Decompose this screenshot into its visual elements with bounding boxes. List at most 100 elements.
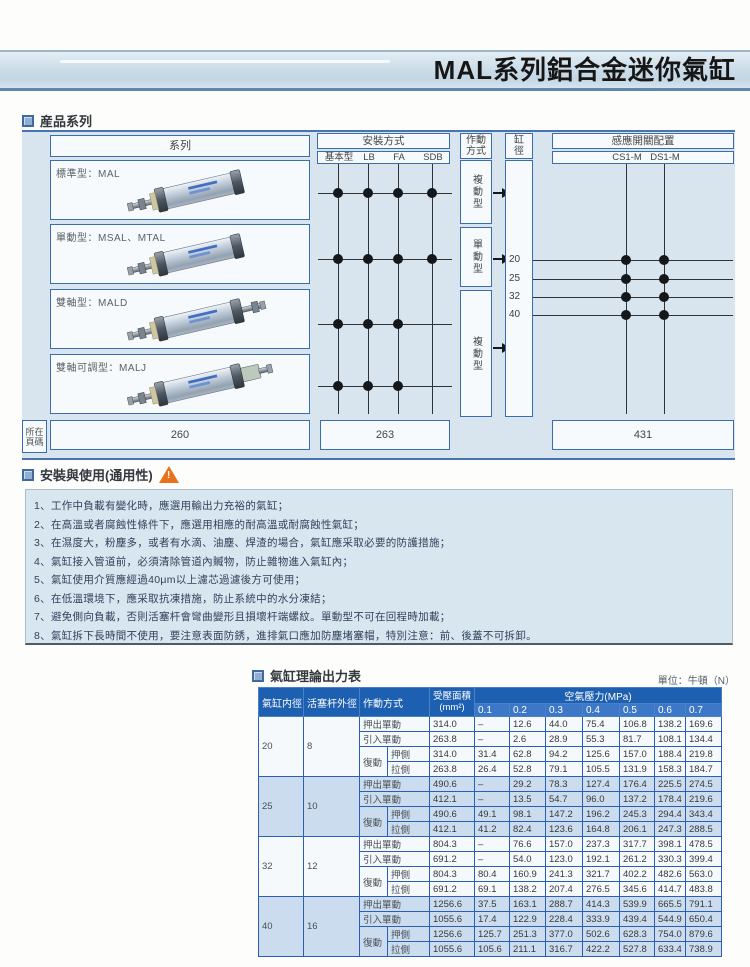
area-cell: 804.3 — [429, 836, 475, 852]
area-cell: 691.2 — [429, 881, 475, 897]
bore-header: 缸 徑 — [505, 133, 533, 159]
force-table: 氣缸内徑 活塞杆外徑 作動方式 受壓面積 (mm²) 空氣壓力(MPa) 0.1… — [258, 687, 723, 957]
section-title-label: 産品系列 — [40, 114, 93, 129]
action-cell: 引入單動 — [359, 731, 430, 747]
table-cell: 206.1 — [619, 821, 655, 837]
area-cell: 691.2 — [429, 851, 475, 867]
table-cell: 78.3 — [545, 776, 583, 792]
table-header-area: 受壓面積 (mm²) — [429, 687, 475, 717]
area-cell: 1256.6 — [429, 896, 475, 912]
table-cell: 134.4 — [684, 731, 723, 747]
table-cell: 288.5 — [684, 821, 723, 837]
table-header-action: 作動方式 — [359, 687, 430, 717]
bore-cell: 40 — [258, 896, 304, 957]
rod-cell: 8 — [303, 716, 360, 777]
grid-line — [664, 164, 665, 414]
grid-line — [533, 279, 733, 280]
table-cell: 12.6 — [509, 716, 546, 732]
table-cell: 28.9 — [545, 731, 583, 747]
grid-dot — [393, 319, 403, 329]
grid-line — [338, 164, 339, 414]
mounting-column-label: FA — [393, 152, 405, 163]
table-cell: 402.2 — [619, 866, 655, 882]
action-type-box: 複動型 — [460, 160, 492, 224]
grid-line — [368, 164, 369, 414]
usage-note: 5、氣缸使用介質應經過40μm以上濾芯過濾後方可使用； — [34, 574, 306, 586]
section-square-icon — [22, 468, 34, 481]
table-cell: 2.6 — [509, 731, 546, 747]
table-cell: 225.5 — [654, 776, 686, 792]
action-cell: 復動 — [359, 926, 388, 957]
table-cell: 377.0 — [545, 926, 583, 942]
table-cell: – — [474, 731, 510, 747]
table-cell: 207.4 — [545, 881, 583, 897]
table-cell: 147.2 — [545, 806, 583, 822]
action-cell: 復動 — [359, 806, 388, 837]
grid-line — [626, 164, 627, 414]
grid-dot — [333, 188, 343, 198]
area-cell: 314.0 — [429, 746, 475, 762]
table-cell: – — [474, 716, 510, 732]
table-cell: 76.6 — [509, 836, 546, 852]
table-cell: 105.5 — [582, 761, 620, 777]
table-cell: 422.2 — [582, 941, 620, 957]
action-sub-cell: 押側 — [387, 926, 430, 942]
table-cell: 184.7 — [684, 761, 723, 777]
table-cell: 138.2 — [509, 881, 546, 897]
table-cell: 54.0 — [509, 851, 546, 867]
table-cell: 321.7 — [582, 866, 620, 882]
table-cell: 157.0 — [619, 746, 655, 762]
grid-line — [533, 260, 733, 261]
area-cell: 412.1 — [429, 821, 475, 837]
product-series-diagram: 系列 標準型：MAL 單動型：MSAL、MTAL 雙軸型：MALD 雙軸可調型：… — [22, 130, 735, 460]
grid-dot — [363, 254, 373, 264]
section-title-label: 安裝與使用(通用性) — [40, 468, 153, 483]
pressure-tick: 0.3 — [545, 703, 583, 717]
action-sub-cell: 押側 — [387, 866, 430, 882]
table-cell: 188.4 — [654, 746, 686, 762]
page-title: MAL系列鋁合金迷你氣缸 — [433, 55, 736, 85]
table-cell: 81.7 — [619, 731, 655, 747]
pressure-tick: 0.7 — [684, 703, 723, 717]
usage-note: 7、避免側向負載，否則活塞杆會彎曲變形且損壞杆端螺紋。單動型不可在回程時加載； — [34, 611, 451, 623]
product-row-malj: 雙軸可調型：MALJ — [50, 354, 310, 414]
action-cell: 引入單動 — [359, 851, 430, 867]
area-cell: 412.1 — [429, 791, 475, 807]
grid-dot — [363, 319, 373, 329]
table-cell: 176.4 — [619, 776, 655, 792]
action-cell: 押出單動 — [359, 836, 430, 852]
area-cell: 490.6 — [429, 776, 475, 792]
action-cell: 引入單動 — [359, 911, 430, 927]
table-cell: 196.2 — [582, 806, 620, 822]
table-cell: 219.6 — [684, 791, 723, 807]
table-cell: 82.4 — [509, 821, 546, 837]
action-cell: 押出單動 — [359, 896, 430, 912]
mounting-column-label: LB — [363, 152, 375, 163]
grid-dot — [621, 292, 631, 302]
area-cell: 1055.6 — [429, 941, 475, 957]
usage-note: 8、氣缸拆下長時間不使用，要注意表面防銹，進排氣口應加防塵堵塞帽，特別注意：前、… — [34, 629, 537, 642]
table-cell: 79.1 — [545, 761, 583, 777]
action-cell: 押出單動 — [359, 716, 430, 732]
table-cell: 160.9 — [509, 866, 546, 882]
action-sub-cell: 押側 — [387, 806, 430, 822]
grid-line — [318, 193, 452, 194]
table-cell: 31.4 — [474, 746, 510, 762]
table-cell: 219.8 — [684, 746, 723, 762]
section-title-label: 氣缸理論出力表 — [270, 669, 362, 684]
product-label: 單動型：MSAL、MTAL — [56, 233, 166, 244]
table-cell: 317.7 — [619, 836, 655, 852]
cylinder-photo-malj — [126, 361, 274, 408]
table-cell: 399.4 — [684, 851, 723, 867]
pressure-tick: 0.6 — [654, 703, 686, 717]
grid-dot — [659, 255, 669, 265]
section-square-icon — [252, 669, 264, 682]
grid-line — [533, 315, 733, 316]
table-cell: 316.7 — [545, 941, 583, 957]
table-cell: 502.6 — [582, 926, 620, 942]
